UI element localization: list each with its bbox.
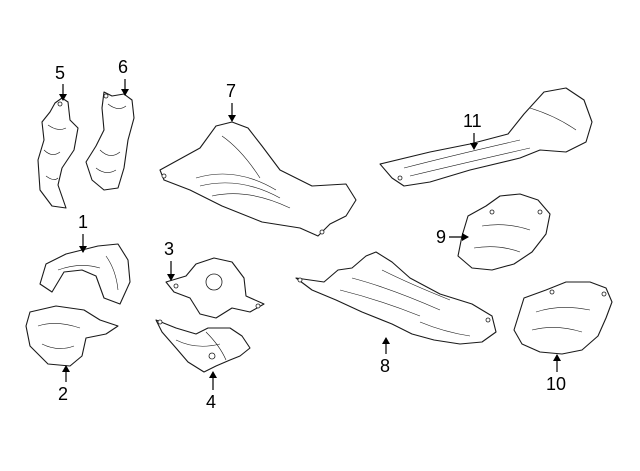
callout-6: 6 xyxy=(118,57,129,96)
svg-text:6: 6 xyxy=(118,57,128,77)
part-2-heat-shield[interactable] xyxy=(25,305,119,367)
part-11-heat-shield[interactable] xyxy=(379,87,593,187)
part-6-heat-shield[interactable] xyxy=(85,91,135,191)
part-1-heat-shield[interactable] xyxy=(39,243,131,305)
svg-text:8: 8 xyxy=(380,356,390,376)
callout-8: 8 xyxy=(380,337,390,376)
callout-4: 4 xyxy=(206,371,217,412)
callout-11: 11 xyxy=(463,111,482,150)
callout-1: 1 xyxy=(78,212,88,253)
svg-text:11: 11 xyxy=(463,111,482,131)
callout-5: 5 xyxy=(55,63,67,101)
svg-text:4: 4 xyxy=(206,392,216,412)
part-3-heat-shield[interactable] xyxy=(165,257,265,319)
callout-9: 9 xyxy=(436,227,469,247)
svg-text:7: 7 xyxy=(226,81,236,101)
callout-2: 2 xyxy=(58,365,70,404)
svg-text:10: 10 xyxy=(546,374,566,394)
callout-3: 3 xyxy=(164,239,175,281)
part-4-heat-shield[interactable] xyxy=(155,319,251,373)
svg-text:1: 1 xyxy=(78,212,88,232)
svg-text:9: 9 xyxy=(436,227,446,247)
callout-7: 7 xyxy=(226,81,236,122)
part-7-heat-shield[interactable] xyxy=(159,121,357,237)
svg-text:3: 3 xyxy=(164,239,174,259)
callout-10: 10 xyxy=(546,354,566,394)
part-8-heat-shield[interactable] xyxy=(295,251,497,345)
svg-text:5: 5 xyxy=(55,63,65,83)
part-5-heat-shield[interactable] xyxy=(37,97,79,209)
svg-text:2: 2 xyxy=(58,384,68,404)
part-10-heat-shield[interactable] xyxy=(513,281,613,355)
part-9-heat-shield[interactable] xyxy=(457,193,551,271)
